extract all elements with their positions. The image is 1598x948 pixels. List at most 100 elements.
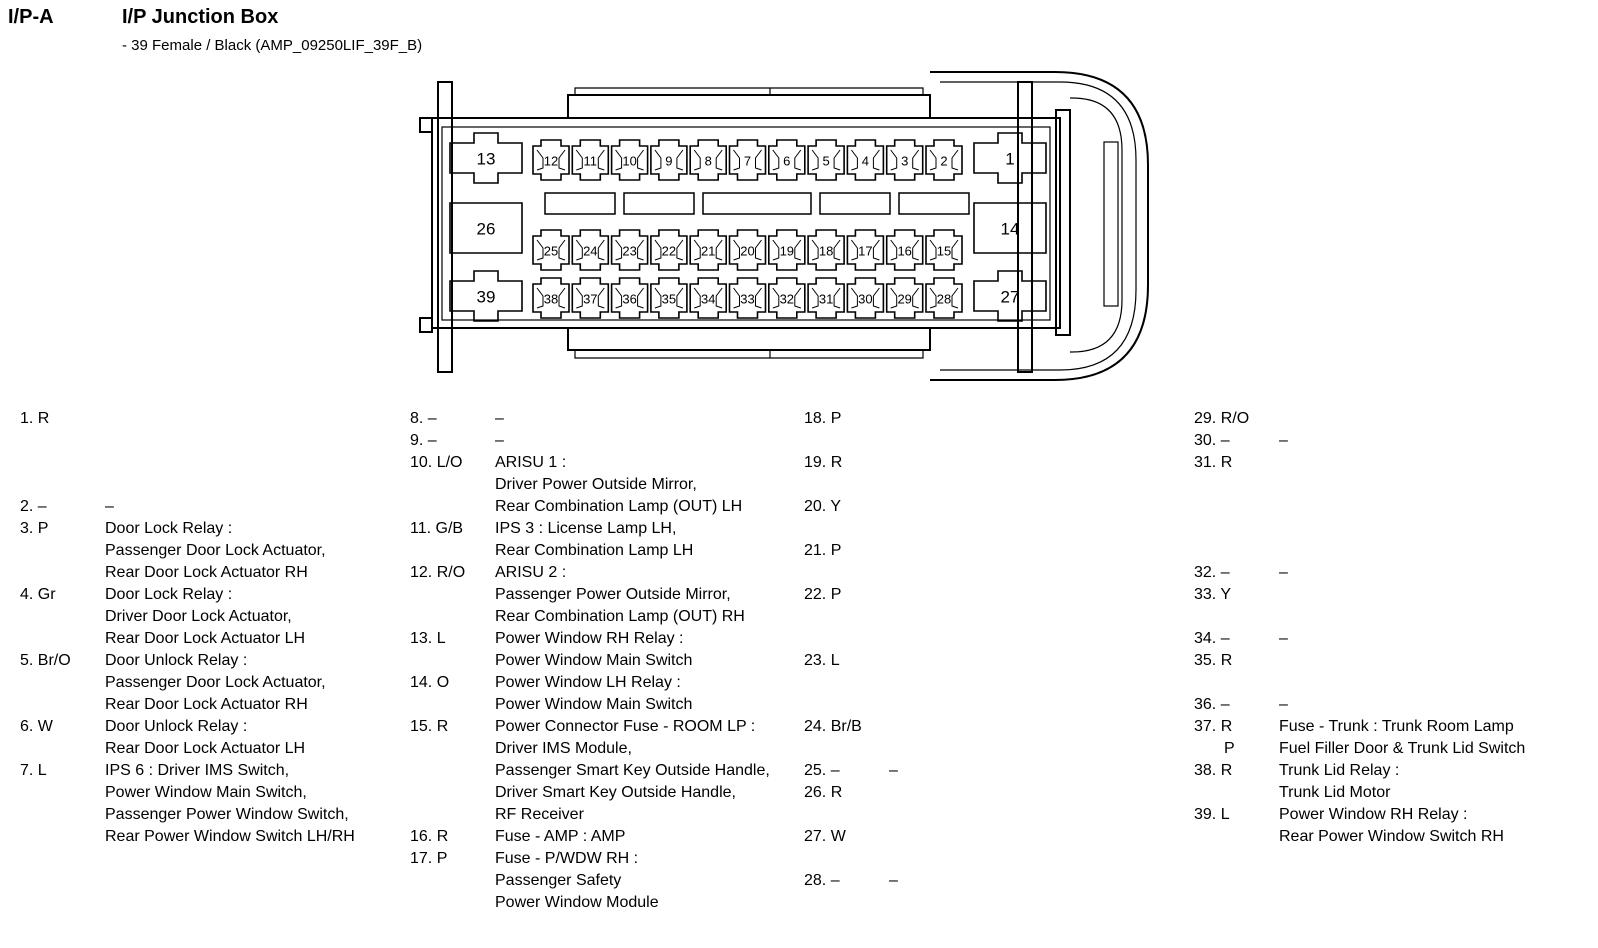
- pin-label: 22. P: [804, 586, 842, 603]
- pin-cavity: 3: [885, 139, 924, 181]
- pin-description-line: Driver Smart Key Outside Handle,: [495, 784, 736, 801]
- pin-description-line: Trunk Lid Relay :: [1279, 762, 1400, 779]
- pin-description-line: Driver IMS Module,: [495, 740, 632, 757]
- pin-cavity: 36: [610, 277, 649, 319]
- pin-label: 35. R: [1194, 652, 1233, 669]
- pin-number: 15: [937, 243, 951, 258]
- pin-label: 9. –: [410, 432, 437, 449]
- pin-description-line: Rear Door Lock Actuator LH: [105, 630, 306, 647]
- pin-cavity: 23: [610, 229, 649, 271]
- pin-number: 17: [858, 243, 872, 258]
- pin-label: 30. –: [1194, 432, 1230, 449]
- pin-number: 12: [544, 153, 558, 168]
- pin-cavity: 33: [728, 277, 767, 319]
- pin-number: 21: [701, 243, 715, 258]
- pin-cavity: 2: [925, 139, 963, 181]
- top-rail: [567, 94, 931, 118]
- pin-description-line: Fuse - P/WDW RH :: [495, 850, 639, 867]
- pin-description-line: Fuse - AMP : AMP: [495, 828, 626, 845]
- large-pin-cavity: 26: [449, 202, 523, 254]
- pin-cavity: 12: [532, 139, 570, 181]
- pin-number: 10: [622, 153, 636, 168]
- pin-number: 11: [584, 153, 598, 168]
- separator-5: [898, 192, 970, 215]
- pin-cavity: 6: [768, 139, 806, 181]
- pin-number: 19: [780, 243, 794, 258]
- pin-cavity: 30: [846, 277, 885, 319]
- pin-number: 14: [1001, 219, 1020, 238]
- pin-number: 22: [662, 243, 676, 258]
- top-rail-inner: [574, 87, 924, 95]
- pin-cavity: 29: [885, 277, 924, 319]
- pin-description-line: Fuse - Trunk : Trunk Room Lamp: [1279, 718, 1514, 735]
- pin-cavity: 21: [689, 229, 727, 271]
- lock-lever-inner: [1070, 97, 1123, 353]
- pin-number: 38: [544, 291, 558, 306]
- connector-housing: [431, 117, 1061, 329]
- pin-description-line: Passenger Safety: [495, 872, 622, 889]
- pin-cavity: 20: [728, 229, 767, 271]
- pin-description-line: Power Window Main Switch,: [105, 784, 307, 801]
- pin-number: 31: [819, 291, 833, 306]
- separator-2: [623, 192, 695, 215]
- pin-description-line: Passenger Door Lock Actuator,: [105, 674, 326, 691]
- pin-description-line: Passenger Smart Key Outside Handle,: [495, 762, 770, 779]
- connector-title: I/P Junction Box: [122, 6, 279, 28]
- pin-label: 1. R: [20, 410, 50, 427]
- pin-description-line: Fuel Filler Door & Trunk Lid Switch: [1279, 740, 1526, 757]
- pin-label: 8. –: [410, 410, 437, 427]
- pin-cavity: 10: [610, 139, 649, 181]
- pin-number: 23: [622, 243, 636, 258]
- pin-cavity: 11: [571, 139, 610, 181]
- pin-description-line: Power Window Main Switch: [495, 696, 693, 713]
- pin-description-line: Passenger Power Outside Mirror,: [495, 586, 731, 603]
- pin-cavity: 22: [650, 229, 688, 271]
- pin-label: 13. L: [410, 630, 446, 647]
- pin-cavity: 24: [571, 229, 610, 271]
- pin-description-line: Trunk Lid Motor: [1279, 784, 1391, 801]
- pin-cavity: 32: [768, 277, 806, 319]
- lock-lever-mid: [940, 81, 1137, 371]
- pin-cavity: 19: [768, 229, 806, 271]
- pin-label: 29. R/O: [1194, 410, 1250, 427]
- pin-number: 35: [662, 291, 676, 306]
- pin-label: 27. W: [804, 828, 846, 845]
- pin-description-line: Power Window RH Relay :: [495, 630, 684, 647]
- pin-label: 26. R: [804, 784, 843, 801]
- left-post: [437, 81, 453, 373]
- pin-description-line: Power Connector Fuse - ROOM LP :: [495, 718, 756, 735]
- separator-3: [702, 192, 812, 215]
- pin-label: 28. –: [804, 872, 840, 889]
- pin-number: 20: [740, 243, 754, 258]
- pin-label: 17. P: [410, 850, 448, 867]
- pin-cavity: 7: [728, 139, 767, 181]
- pin-cavity: 16: [885, 229, 924, 271]
- pin-number: 27: [1001, 287, 1020, 306]
- lock-lever-slot: [1103, 141, 1119, 307]
- pin-description-line: –: [1279, 696, 1288, 713]
- pin-cavity: 31: [807, 277, 845, 319]
- pin-label: 3. P: [20, 520, 49, 537]
- pin-description-line: –: [1279, 432, 1288, 449]
- pin-description-line: Driver Power Outside Mirror,: [495, 476, 697, 493]
- large-pin-cavity: 39: [449, 270, 523, 322]
- left-clip-bottom: [419, 317, 433, 333]
- pin-number: 30: [858, 291, 872, 306]
- pin-number: 2: [940, 153, 947, 168]
- pin-cavity: 15: [925, 229, 963, 271]
- pin-number: 5: [822, 153, 829, 168]
- pin-description-line: Rear Combination Lamp LH: [495, 542, 694, 559]
- pin-label: 4. Gr: [20, 586, 56, 603]
- pin-description-line: Rear Door Lock Actuator LH: [105, 740, 306, 757]
- separator-1: [544, 192, 616, 215]
- large-pin-cavity: 13: [449, 132, 523, 184]
- pin-description-line: IPS 6 : Driver IMS Switch,: [105, 762, 290, 779]
- pin-description-line: Rear Power Window Switch RH: [1279, 828, 1504, 845]
- pin-label: 18. P: [804, 410, 842, 427]
- pin-description-line: ARISU 1 :: [495, 454, 567, 471]
- pin-label: 33. Y: [1194, 586, 1232, 603]
- pin-description-line: –: [889, 872, 898, 889]
- pin-label: 36. –: [1194, 696, 1230, 713]
- pin-cavity: 28: [925, 277, 963, 319]
